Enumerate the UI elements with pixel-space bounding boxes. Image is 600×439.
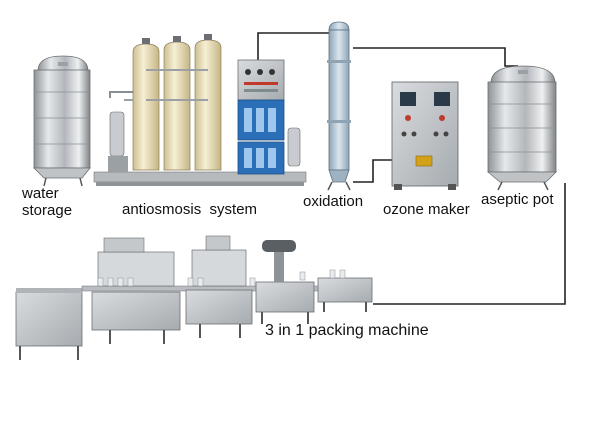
label-aseptic-pot: aseptic pot — [481, 191, 554, 208]
water-storage-tank — [33, 55, 91, 187]
label-packing-machine: 3 in 1 packing machine — [265, 322, 429, 339]
label-oxidation: oxidation — [303, 193, 364, 210]
aseptic-pot — [486, 65, 557, 191]
label-ozone-maker: ozone maker — [383, 201, 470, 218]
pipe-oxidation-to-aseptic — [353, 47, 518, 67]
packing-machine — [15, 235, 373, 360]
pipe-oxidation-to-ozone — [353, 159, 392, 183]
pipe-aseptic-to-packing — [373, 183, 566, 305]
label-water-storage-line2: storage — [22, 202, 73, 219]
label-water-storage-line1: water — [22, 185, 59, 202]
ozone-maker — [391, 81, 459, 190]
label-water-storage: water storage — [22, 185, 72, 219]
pipe-control-to-oxidation — [257, 22, 340, 60]
oxidation-tower — [327, 21, 351, 191]
antiosmosis-system — [93, 34, 307, 186]
label-antiosmosis-system: antiosmosis system — [122, 201, 258, 218]
